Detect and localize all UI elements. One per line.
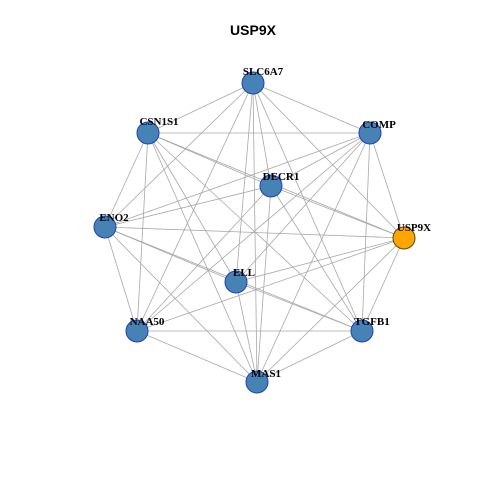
edge-eno2-mas1 bbox=[104, 226, 258, 383]
edge-comp-tgfb1 bbox=[361, 132, 371, 332]
edge-slc6a7-tgfb1 bbox=[252, 82, 363, 332]
edge-decr1-tgfb1 bbox=[270, 185, 363, 332]
edge-slc6a7-usp9x bbox=[252, 82, 405, 239]
edge-decr1-usp9x bbox=[270, 185, 405, 239]
node-mas1[interactable] bbox=[245, 370, 269, 394]
node-label-mas1: MAS1 bbox=[251, 368, 281, 380]
edge-csn1s1-mas1 bbox=[147, 132, 258, 383]
node-label-csn1s1: CSN1S1 bbox=[139, 116, 178, 128]
edge-naa50-mas1 bbox=[136, 330, 258, 383]
node-label-tgfb1: TGFB1 bbox=[354, 316, 389, 328]
node-ell[interactable] bbox=[224, 270, 248, 294]
edge-slc6a7-eno2 bbox=[104, 82, 254, 228]
edge-ell-mas1 bbox=[235, 281, 258, 383]
edge-csn1s1-eno2 bbox=[104, 132, 149, 228]
edge-slc6a7-ell bbox=[235, 82, 254, 283]
node-naa50[interactable] bbox=[125, 319, 149, 343]
edge-usp9x-naa50 bbox=[136, 237, 405, 332]
node-label-slc6a7: SLC6A7 bbox=[243, 66, 284, 78]
node-tgfb1[interactable] bbox=[350, 319, 374, 343]
edge-slc6a7-csn1s1 bbox=[147, 82, 254, 134]
graph-title: USP9X bbox=[230, 22, 277, 38]
edge-comp-usp9x bbox=[369, 132, 405, 239]
edge-comp-decr1 bbox=[270, 132, 371, 187]
edge-usp9x-tgfb1 bbox=[361, 237, 405, 332]
edge-slc6a7-naa50 bbox=[136, 82, 254, 332]
edge-csn1s1-naa50 bbox=[136, 132, 149, 332]
node-comp[interactable] bbox=[358, 121, 382, 145]
edge-ell-tgfb1 bbox=[235, 281, 363, 332]
node-label-eno2: ENO2 bbox=[99, 212, 129, 224]
edge-csn1s1-ell bbox=[147, 132, 237, 283]
node-label-naa50: NAA50 bbox=[130, 316, 165, 328]
edge-decr1-mas1 bbox=[256, 185, 272, 383]
edge-decr1-naa50 bbox=[136, 185, 272, 332]
node-label-ell: ELL bbox=[233, 267, 255, 279]
node-layer bbox=[93, 71, 416, 394]
node-label-usp9x: USP9X bbox=[397, 222, 431, 234]
edge-slc6a7-comp bbox=[252, 82, 371, 134]
edge-tgfb1-mas1 bbox=[256, 330, 363, 383]
edge-csn1s1-tgfb1 bbox=[147, 132, 363, 332]
node-label-decr1: DECR1 bbox=[263, 171, 300, 183]
node-eno2[interactable] bbox=[93, 215, 117, 239]
node-usp9x[interactable] bbox=[392, 226, 416, 250]
edge-comp-naa50 bbox=[136, 132, 371, 332]
edge-comp-mas1 bbox=[256, 132, 371, 383]
node-label-comp: COMP bbox=[362, 119, 396, 131]
edge-usp9x-ell bbox=[235, 237, 405, 283]
edge-decr1-eno2 bbox=[104, 185, 272, 228]
edge-comp-ell bbox=[235, 132, 371, 283]
edge-eno2-naa50 bbox=[104, 226, 138, 332]
edge-comp-eno2 bbox=[104, 132, 371, 228]
edge-usp9x-mas1 bbox=[256, 237, 405, 383]
edge-eno2-usp9x bbox=[104, 226, 405, 239]
node-csn1s1[interactable] bbox=[136, 121, 160, 145]
node-decr1[interactable] bbox=[259, 174, 283, 198]
node-slc6a7[interactable] bbox=[241, 71, 265, 95]
